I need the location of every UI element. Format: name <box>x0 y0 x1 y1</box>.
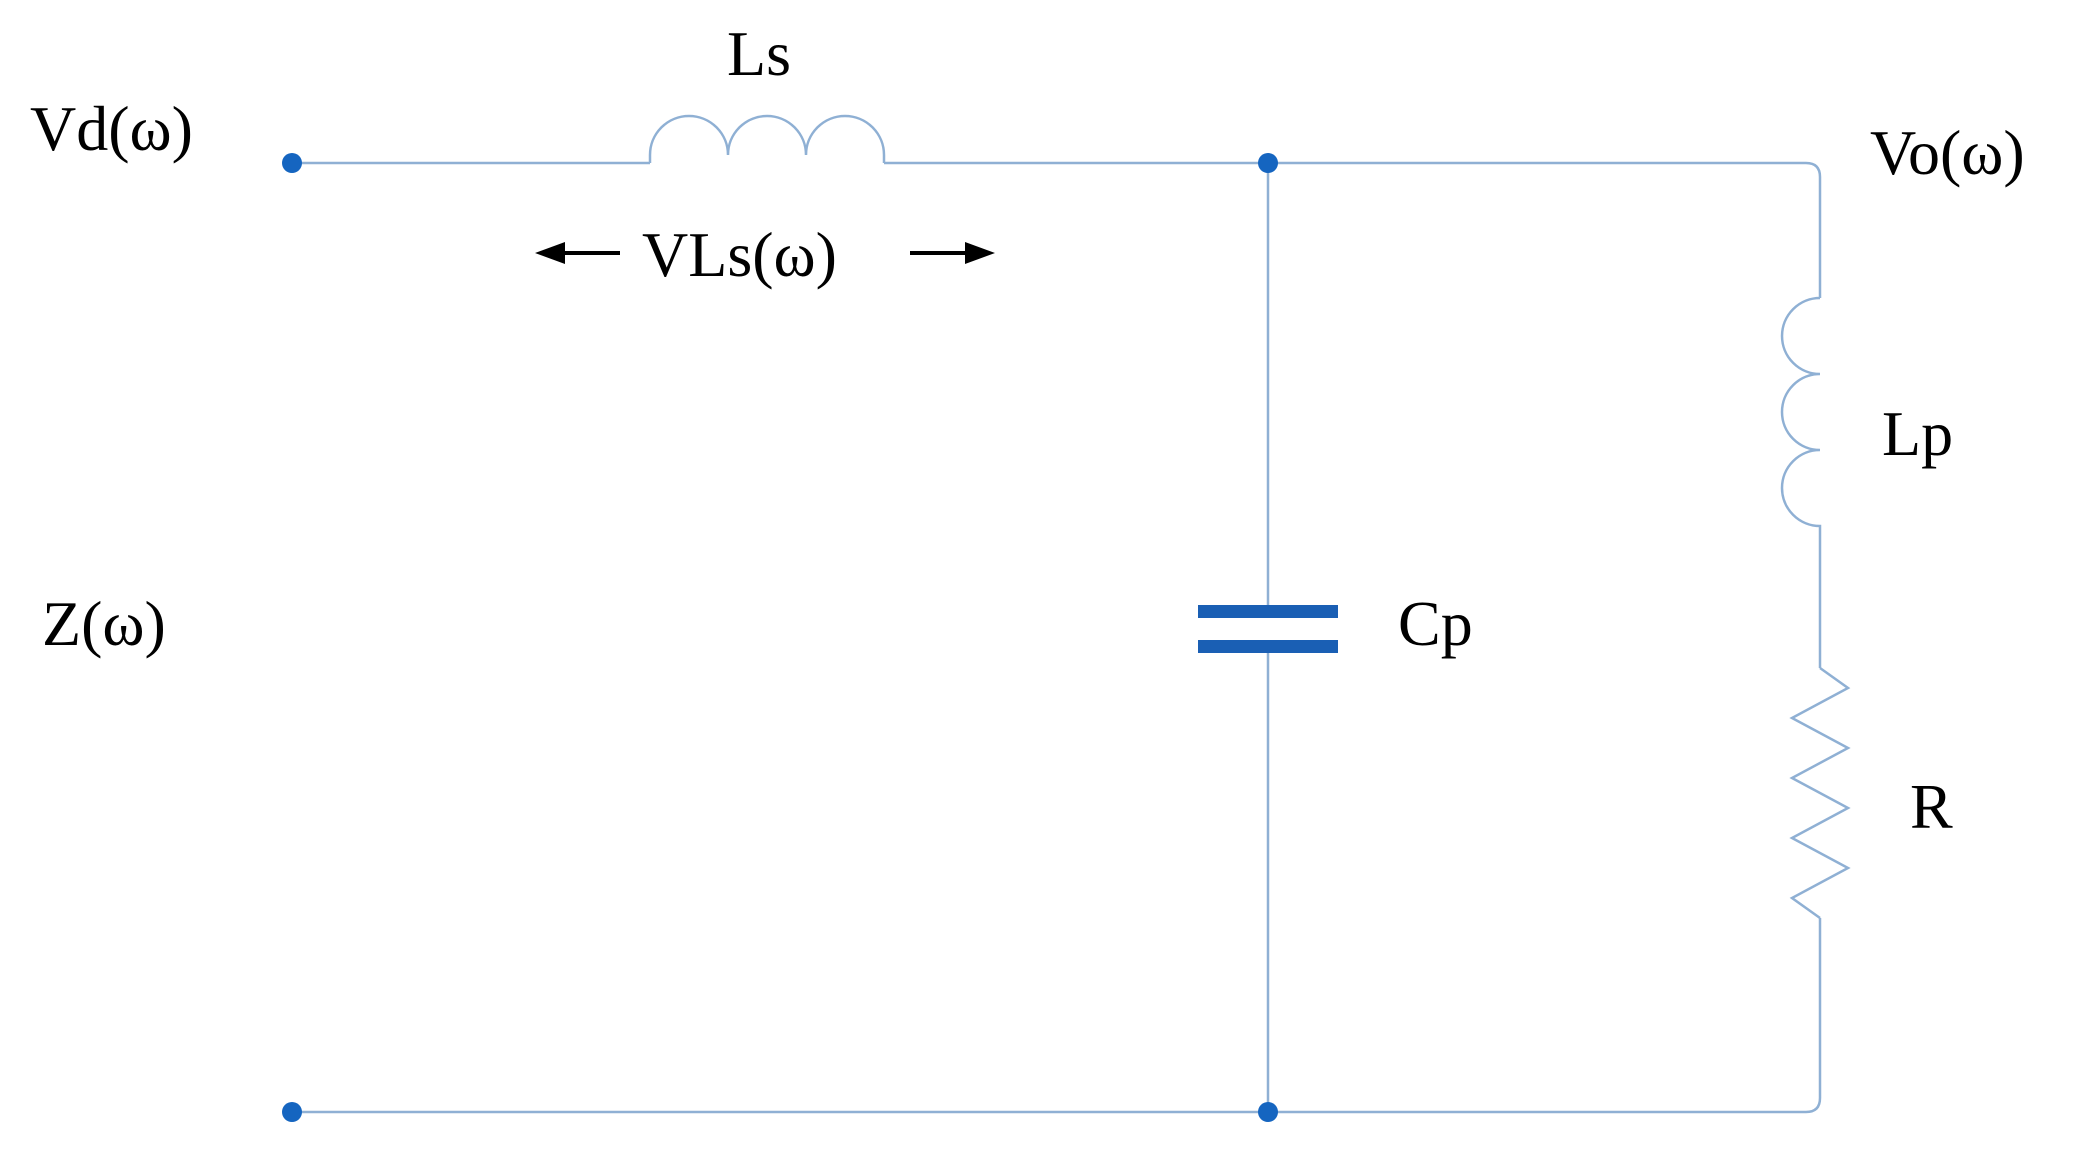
bottom-wire <box>292 918 1822 1114</box>
label-capacitor: Cp <box>1398 588 1473 659</box>
capacitor-plate-bottom <box>1198 640 1338 653</box>
arrow-left-head <box>535 242 565 264</box>
label-output-voltage: Vo(ω) <box>1870 117 2025 188</box>
label-impedance: Z(ω) <box>42 588 166 659</box>
resistor-r <box>1789 666 1851 920</box>
label-parallel-inductor: Lp <box>1882 398 1953 469</box>
junction-node-bottom <box>1258 1102 1278 1122</box>
parallel-inductor-lp <box>1780 296 1822 535</box>
top-wire-right <box>884 161 1822 298</box>
label-input-voltage: Vd(ω) <box>30 93 193 164</box>
capacitor-plate-top <box>1198 605 1338 618</box>
label-inductor-voltage: VLs(ω) <box>642 219 837 290</box>
arrow-right-head <box>965 242 995 264</box>
label-series-inductor: Ls <box>727 18 791 89</box>
label-resistor: R <box>1910 771 1953 842</box>
junction-node-top <box>1258 153 1278 173</box>
series-inductor-ls <box>648 114 886 163</box>
input-node-top <box>282 153 302 173</box>
input-node-bottom <box>282 1102 302 1122</box>
